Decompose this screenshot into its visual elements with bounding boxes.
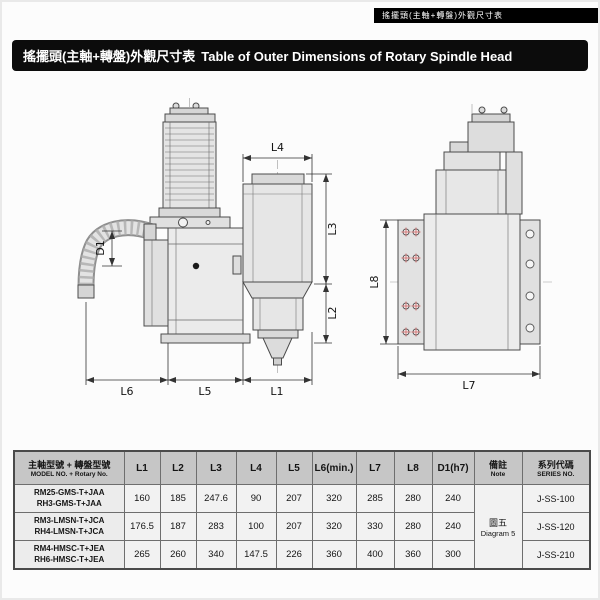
value-cell: 360 bbox=[393, 540, 433, 570]
value-cell: 260 bbox=[159, 540, 197, 570]
mounting-plate bbox=[397, 219, 425, 345]
value-cell: 285 bbox=[355, 484, 395, 513]
header-l7: L7 bbox=[355, 450, 395, 485]
value-cell: 360 bbox=[311, 540, 357, 570]
corner-banner-text: 搖擺頭(主軸+轉盤)外觀尺寸表 bbox=[382, 11, 503, 20]
value-cell: 160 bbox=[123, 484, 161, 513]
dim-label-l7: L7 bbox=[462, 379, 475, 392]
value-cell: 247.6 bbox=[195, 484, 237, 513]
side-view-dimensions bbox=[85, 154, 332, 385]
value-cell: 100 bbox=[235, 512, 277, 541]
value-cell: 280 bbox=[393, 512, 433, 541]
value-cell: 265 bbox=[123, 540, 161, 570]
flexible-conduit bbox=[77, 219, 157, 299]
series-cell: J-SS-100 bbox=[521, 484, 591, 513]
value-cell: 283 bbox=[195, 512, 237, 541]
page-title-zh: 搖擺頭(主軸+轉盤)外觀尺寸表 bbox=[23, 49, 196, 64]
table-header-row: 主軸型號 + 轉盤型號 MODEL NO. + Rotary No. L1 L2… bbox=[13, 450, 591, 485]
value-cell: 400 bbox=[355, 540, 395, 570]
table-row: RM4-HMSC-T+JEA RH6-HMSC-T+JEA 265 260 34… bbox=[13, 540, 591, 570]
note-cell: 圖五 Diagram 5 bbox=[473, 484, 523, 570]
value-cell: 330 bbox=[355, 512, 395, 541]
value-cell: 207 bbox=[275, 484, 313, 513]
value-cell: 340 bbox=[195, 540, 237, 570]
header-series: 系列代碼 SERIES NO. bbox=[521, 450, 591, 485]
series-cell: J-SS-210 bbox=[521, 540, 591, 570]
model-cell: RM3-LMSN-T+JCA RH4-LMSN-T+JCA bbox=[13, 512, 125, 541]
header-l3: L3 bbox=[195, 450, 237, 485]
spindle-head-drawing-svg: L4 L3 L2 D1 L6 L5 L1 bbox=[77, 98, 554, 398]
model-cell: RM25-GMS-T+JAA RH3-GMS-T+JAA bbox=[13, 484, 125, 513]
value-cell: 226 bbox=[275, 540, 313, 570]
corner-banner: 搖擺頭(主軸+轉盤)外觀尺寸表 bbox=[374, 8, 598, 23]
table-row: RM25-GMS-T+JAA RH3-GMS-T+JAA 160 185 247… bbox=[13, 484, 591, 570]
dim-label-l5: L5 bbox=[198, 385, 211, 398]
dim-label-l2: L2 bbox=[326, 306, 339, 319]
dim-label-d1: D1 bbox=[94, 240, 107, 255]
value-cell: 300 bbox=[431, 540, 475, 570]
value-cell: 280 bbox=[393, 484, 433, 513]
technical-drawing: L4 L3 L2 D1 L6 L5 L1 bbox=[12, 82, 590, 432]
table-row: RM3-LMSN-T+JCA RH4-LMSN-T+JCA 176.5 187 … bbox=[13, 512, 591, 541]
value-cell: 240 bbox=[431, 484, 475, 513]
series-cell: J-SS-120 bbox=[521, 512, 591, 541]
dim-label-l4: L4 bbox=[271, 141, 284, 154]
value-cell: 320 bbox=[311, 512, 357, 541]
value-cell: 240 bbox=[431, 512, 475, 541]
dim-label-l8: L8 bbox=[368, 275, 381, 288]
value-cell: 320 bbox=[311, 484, 357, 513]
model-cell: RM4-HMSC-T+JEA RH6-HMSC-T+JEA bbox=[13, 540, 125, 570]
side-view-drawing bbox=[77, 98, 313, 376]
header-l2: L2 bbox=[159, 450, 197, 485]
dim-label-l3: L3 bbox=[326, 222, 339, 235]
spindle-housing bbox=[242, 173, 313, 366]
dimensions-table: 主軸型號 + 轉盤型號 MODEL NO. + Rotary No. L1 L2… bbox=[13, 450, 591, 570]
value-cell: 90 bbox=[235, 484, 277, 513]
header-l4: L4 bbox=[235, 450, 277, 485]
header-d1: D1(h7) bbox=[431, 450, 475, 485]
value-cell: 176.5 bbox=[123, 512, 161, 541]
header-l1: L1 bbox=[123, 450, 161, 485]
front-view-drawing bbox=[390, 104, 554, 351]
header-note: 備註 Note bbox=[473, 450, 523, 485]
page-title-en: Table of Outer Dimensions of Rotary Spin… bbox=[201, 49, 513, 64]
header-l5: L5 bbox=[275, 450, 313, 485]
header-l6: L6(min.) bbox=[311, 450, 357, 485]
dim-label-l6: L6 bbox=[120, 385, 133, 398]
front-view-dimensions bbox=[380, 219, 541, 379]
header-l8: L8 bbox=[393, 450, 433, 485]
value-cell: 207 bbox=[275, 512, 313, 541]
value-cell: 187 bbox=[159, 512, 197, 541]
dim-label-l1: L1 bbox=[270, 385, 283, 398]
value-cell: 185 bbox=[159, 484, 197, 513]
header-model: 主軸型號 + 轉盤型號 MODEL NO. + Rotary No. bbox=[13, 450, 125, 485]
value-cell: 147.5 bbox=[235, 540, 277, 570]
page-title: 搖擺頭(主軸+轉盤)外觀尺寸表 Table of Outer Dimensions… bbox=[12, 40, 588, 71]
